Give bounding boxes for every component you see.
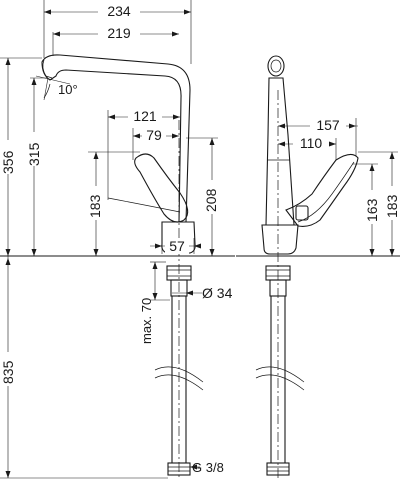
dim-157: 157 — [316, 117, 340, 133]
lever-handle — [134, 153, 189, 223]
dim-10-degree: 10° — [58, 82, 78, 97]
lever-front — [285, 153, 359, 227]
lever-hub — [295, 205, 309, 221]
dim-315: 315 — [26, 142, 42, 166]
spout-head-front — [267, 55, 285, 77]
dim-g-3-8: G 3/8 — [192, 460, 224, 475]
dim-835: 835 — [0, 360, 16, 384]
threaded-rod — [170, 279, 188, 297]
dim-110: 110 — [300, 135, 323, 151]
dim-79: 79 — [146, 127, 162, 143]
dim-163: 163 — [364, 198, 380, 222]
dim-208: 208 — [203, 188, 219, 212]
threaded-rod-front — [269, 279, 287, 297]
dim-234: 234 — [107, 3, 131, 19]
side-view: 234 219 10° 356 315 121 — [0, 0, 235, 479]
front-view: 157 110 163 183 — [236, 55, 400, 478]
spout-outline — [41, 54, 191, 223]
dim-183-front: 183 — [384, 194, 400, 218]
hose-connector — [167, 462, 191, 476]
lever-swing-arc — [107, 197, 181, 213]
tap-body-front — [261, 224, 299, 255]
aerator-outline — [42, 59, 53, 79]
dim-219: 219 — [107, 25, 131, 41]
dim-max-70: max. 70 — [139, 298, 154, 344]
dim-121: 121 — [133, 108, 157, 124]
dim-183-side: 183 — [87, 194, 103, 218]
dim-57: 57 — [169, 238, 185, 254]
spout-column-front — [265, 77, 295, 226]
dim-356: 356 — [0, 150, 16, 174]
hose-connector-front — [266, 462, 290, 476]
dim-diameter-34: Ø 34 — [202, 285, 233, 301]
